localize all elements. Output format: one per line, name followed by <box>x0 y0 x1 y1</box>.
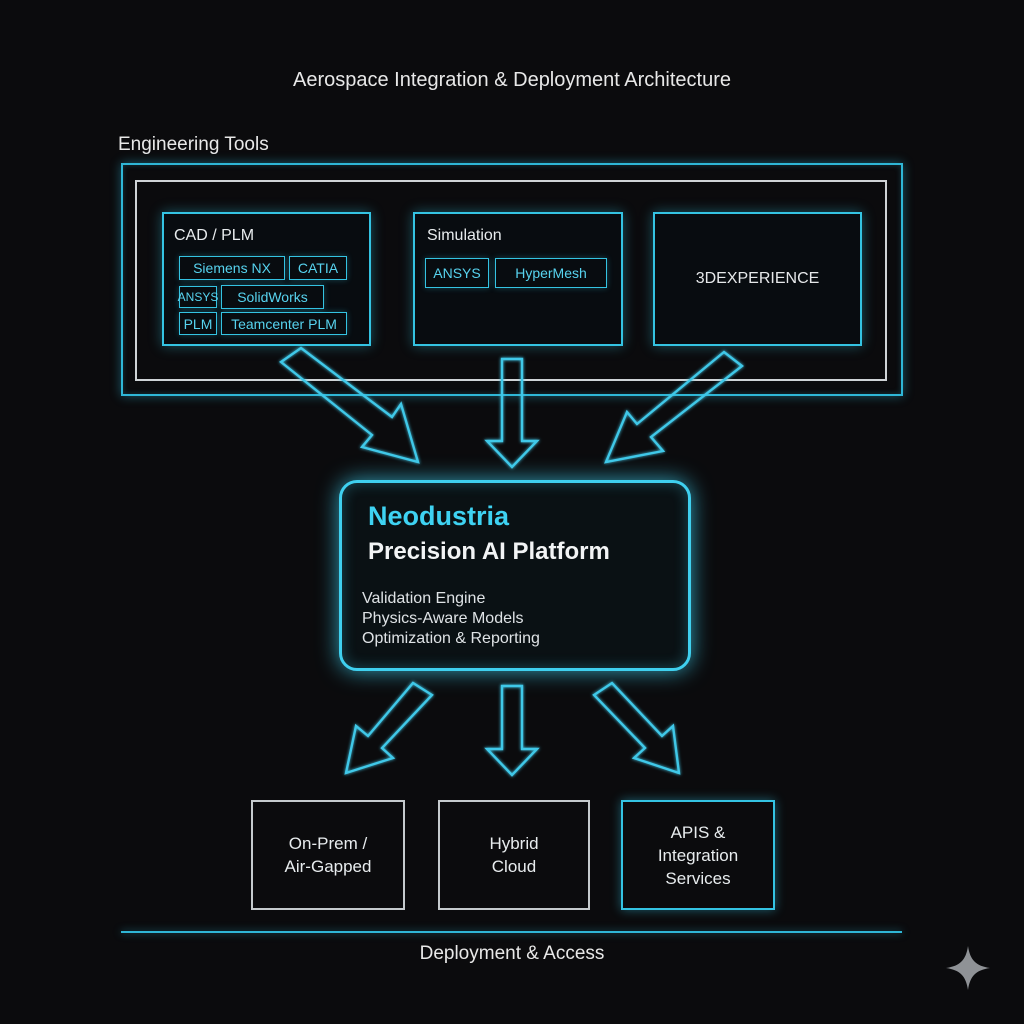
deploy-box-hybrid: Hybrid Cloud <box>438 800 590 910</box>
apis-line2: Integration <box>657 845 739 865</box>
deploy-box-onprem: On-Prem / Air-Gapped <box>251 800 405 910</box>
apis-line1: APIS & <box>670 822 726 842</box>
diagram-title: Aerospace Integration & Deployment Archi… <box>292 69 732 91</box>
chip-solidworks: SolidWorks <box>221 285 324 309</box>
deploy-box-apis: APIS & Integration Services <box>621 800 775 910</box>
apis-line3: Services <box>665 868 731 888</box>
arrow-simulation-to-platform <box>484 357 540 469</box>
feature-validation-engine: Validation Engine <box>362 590 486 607</box>
arrow-3dexperience-to-platform <box>604 350 744 464</box>
chip-teamcenter-plm: Teamcenter PLM <box>221 312 347 335</box>
onprem-line1: On-Prem / <box>288 834 368 853</box>
chip-plm: PLM <box>179 312 217 335</box>
cad-plm-box: CAD / PLM Siemens NX CATIA ANSYS SolidWo… <box>162 212 371 346</box>
platform-subtitle: Precision AI Platform <box>368 538 610 565</box>
arrow-cad-to-platform <box>279 346 420 464</box>
platform-box: Neodustria Precision AI Platform Validat… <box>339 480 691 671</box>
deployment-divider <box>121 931 902 933</box>
platform-brand: Neodustria <box>368 501 510 531</box>
deployment-access-label: Deployment & Access <box>419 943 605 964</box>
cad-plm-title: CAD / PLM <box>174 227 255 244</box>
onprem-line2: Air-Gapped <box>284 857 372 876</box>
engineering-tools-inner-frame <box>135 180 887 381</box>
feature-optimization-reporting: Optimization & Reporting <box>362 630 540 647</box>
hybrid-line2: Cloud <box>491 857 537 876</box>
simulation-box: Simulation ANSYS HyperMesh <box>413 212 623 346</box>
arrow-platform-to-apis <box>592 681 681 775</box>
feature-physics-aware-models: Physics-Aware Models <box>362 610 524 627</box>
simulation-title: Simulation <box>427 227 502 244</box>
hybrid-line1: Hybrid <box>489 834 539 853</box>
arrow-platform-to-onprem <box>344 681 434 775</box>
3dexperience-box: 3DEXPERIENCE <box>653 212 862 346</box>
engineering-tools-label: Engineering Tools <box>118 134 269 155</box>
chip-ansys: ANSYS <box>178 286 218 308</box>
arrow-platform-to-hybrid <box>484 684 540 777</box>
sparkle-icon <box>946 946 990 990</box>
chip-sim-ansys: ANSYS <box>425 258 489 288</box>
chip-siemens-nx: Siemens NX <box>179 256 285 280</box>
chip-catia: CATIA <box>289 256 347 280</box>
chip-hypermesh: HyperMesh <box>495 258 607 288</box>
engineering-tools-outer-frame <box>121 163 903 396</box>
